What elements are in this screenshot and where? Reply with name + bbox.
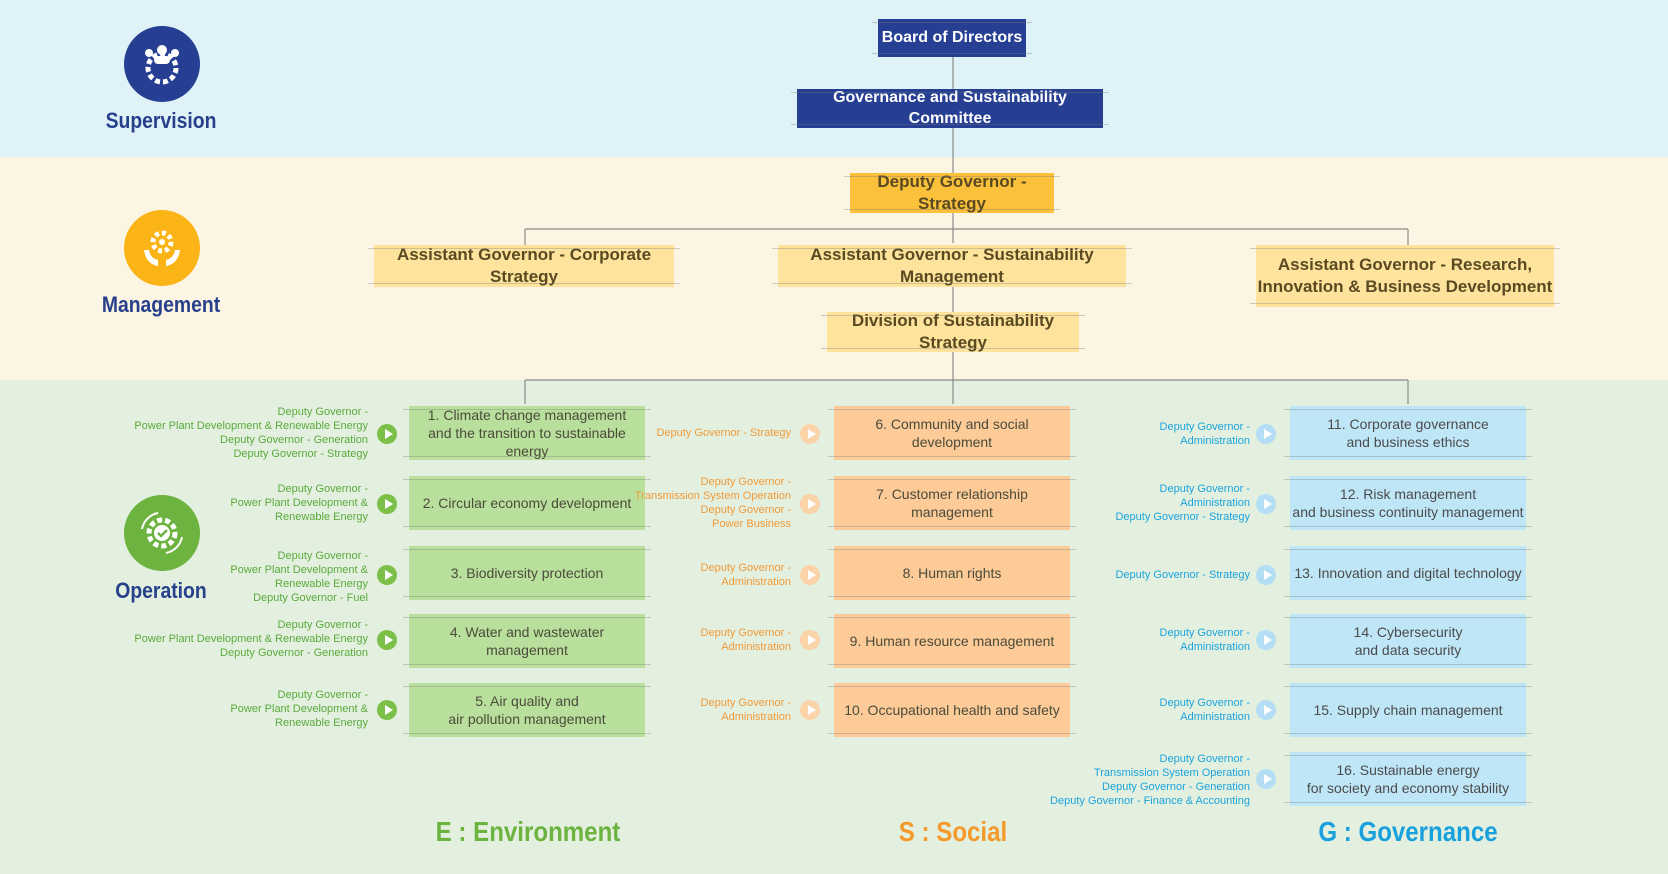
- governance-title: G : Governance: [1318, 816, 1498, 847]
- arrow-icon: [800, 494, 820, 514]
- arrow-icon: [377, 424, 397, 444]
- assistant-governor-research-label: Assistant Governor - Research, Innovatio…: [1257, 254, 1553, 296]
- arrow-icon: [800, 424, 820, 444]
- arrow-icon: [800, 700, 820, 720]
- governance-owner: Deputy Governor - Administration Deputy …: [1115, 483, 1250, 523]
- arrow-icon: [1256, 630, 1276, 650]
- management-label: Management: [101, 292, 221, 317]
- social-item: 7. Customer relationship management: [828, 476, 1076, 530]
- environment-item: 1. Climate change management and the tra…: [403, 406, 651, 460]
- governance-owner: Deputy Governor - Transmission System Op…: [1050, 753, 1250, 807]
- arrow-icon: [1256, 769, 1276, 789]
- environment-title: E : Environment: [435, 816, 621, 847]
- governance-item: 13. Innovation and digital technology: [1284, 546, 1532, 600]
- environment-item: 5. Air quality and air pollution managem…: [403, 683, 651, 737]
- governance-owner: Deputy Governor - Administration: [1159, 627, 1250, 653]
- arrow-icon: [377, 494, 397, 514]
- deputy-governor-strategy-box: Deputy Governor - Strategy: [844, 171, 1060, 213]
- social-title: S : Social: [898, 816, 1008, 847]
- division-sustainability-strategy-box: Division of Sustainability Strategy: [821, 310, 1085, 352]
- arrow-icon: [1256, 494, 1276, 514]
- environment-owner: Deputy Governor - Power Plant Developmen…: [230, 483, 368, 523]
- supervision-label: Supervision: [105, 108, 217, 133]
- social-item: 8. Human rights: [828, 546, 1076, 600]
- supervision-icon: [124, 26, 200, 102]
- operation-icon: [124, 495, 200, 571]
- deputy-governor-strategy-label: Deputy Governor - Strategy: [877, 171, 1027, 213]
- assistant-governor-sustainability-box: Assistant Governor - Sustainability Mana…: [772, 244, 1132, 287]
- social-item: 6. Community and social development: [828, 406, 1076, 460]
- assistant-governor-corporate-label: Assistant Governor - Corporate Strategy: [396, 244, 652, 286]
- environment-item: 4. Water and wastewater management: [403, 614, 651, 668]
- environment-owner: Deputy Governor - Power Plant Developmen…: [134, 619, 368, 659]
- arrow-icon: [1256, 565, 1276, 585]
- governance-owner: Deputy Governor - Administration: [1159, 697, 1250, 723]
- assistant-governor-corporate-box: Assistant Governor - Corporate Strategy: [368, 244, 680, 287]
- assistant-governor-sustainability-label: Assistant Governor - Sustainability Mana…: [810, 244, 1094, 286]
- supervision-band: [0, 0, 1668, 157]
- social-owner: Deputy Governor - Administration: [700, 627, 791, 653]
- assistant-governor-research-box: Assistant Governor - Research, Innovatio…: [1250, 245, 1560, 307]
- social-owner: Deputy Governor - Strategy: [656, 427, 791, 439]
- governance-owner: Deputy Governor - Strategy: [1115, 569, 1250, 581]
- board-of-directors-label: Board of Directors: [881, 28, 1023, 46]
- social-owner: Deputy Governor - Transmission System Op…: [634, 476, 791, 530]
- social-owner: Deputy Governor - Administration: [700, 562, 791, 588]
- management-icon: [124, 210, 200, 286]
- board-of-directors-box: Board of Directors: [872, 19, 1032, 57]
- social-item: 10. Occupational health and safety: [828, 683, 1076, 737]
- operation-label: Operation: [115, 578, 207, 603]
- environment-item: 3. Biodiversity protection: [403, 546, 651, 600]
- social-item: 9. Human resource management: [828, 614, 1076, 668]
- governance-owner: Deputy Governor - Administration: [1159, 421, 1250, 447]
- governance-item: 14. Cybersecurity and data security: [1284, 614, 1532, 668]
- environment-owner: Deputy Governor - Power Plant Developmen…: [134, 406, 368, 460]
- arrow-icon: [800, 630, 820, 650]
- social-owner: Deputy Governor - Administration: [700, 697, 791, 723]
- environment-owner: Deputy Governor - Power Plant Developmen…: [230, 689, 368, 729]
- arrow-icon: [377, 630, 397, 650]
- governance-committee-box: Governance and Sustainability Committee: [791, 88, 1109, 128]
- arrow-icon: [377, 700, 397, 720]
- arrow-icon: [377, 565, 397, 585]
- governance-item: 12. Risk management and business continu…: [1284, 476, 1532, 530]
- arrow-icon: [1256, 700, 1276, 720]
- division-sustainability-strategy-label: Division of Sustainability Strategy: [851, 310, 1055, 352]
- environment-owner: Deputy Governor - Power Plant Developmen…: [230, 550, 368, 604]
- governance-committee-label: Governance and Sustainability Committee: [833, 88, 1067, 127]
- arrow-icon: [1256, 424, 1276, 444]
- governance-item: 15. Supply chain management: [1284, 683, 1532, 737]
- governance-item: 16. Sustainable energy for society and e…: [1284, 752, 1532, 806]
- arrow-icon: [800, 565, 820, 585]
- governance-item: 11. Corporate governance and business et…: [1284, 406, 1532, 460]
- environment-item: 2. Circular economy development: [403, 476, 651, 530]
